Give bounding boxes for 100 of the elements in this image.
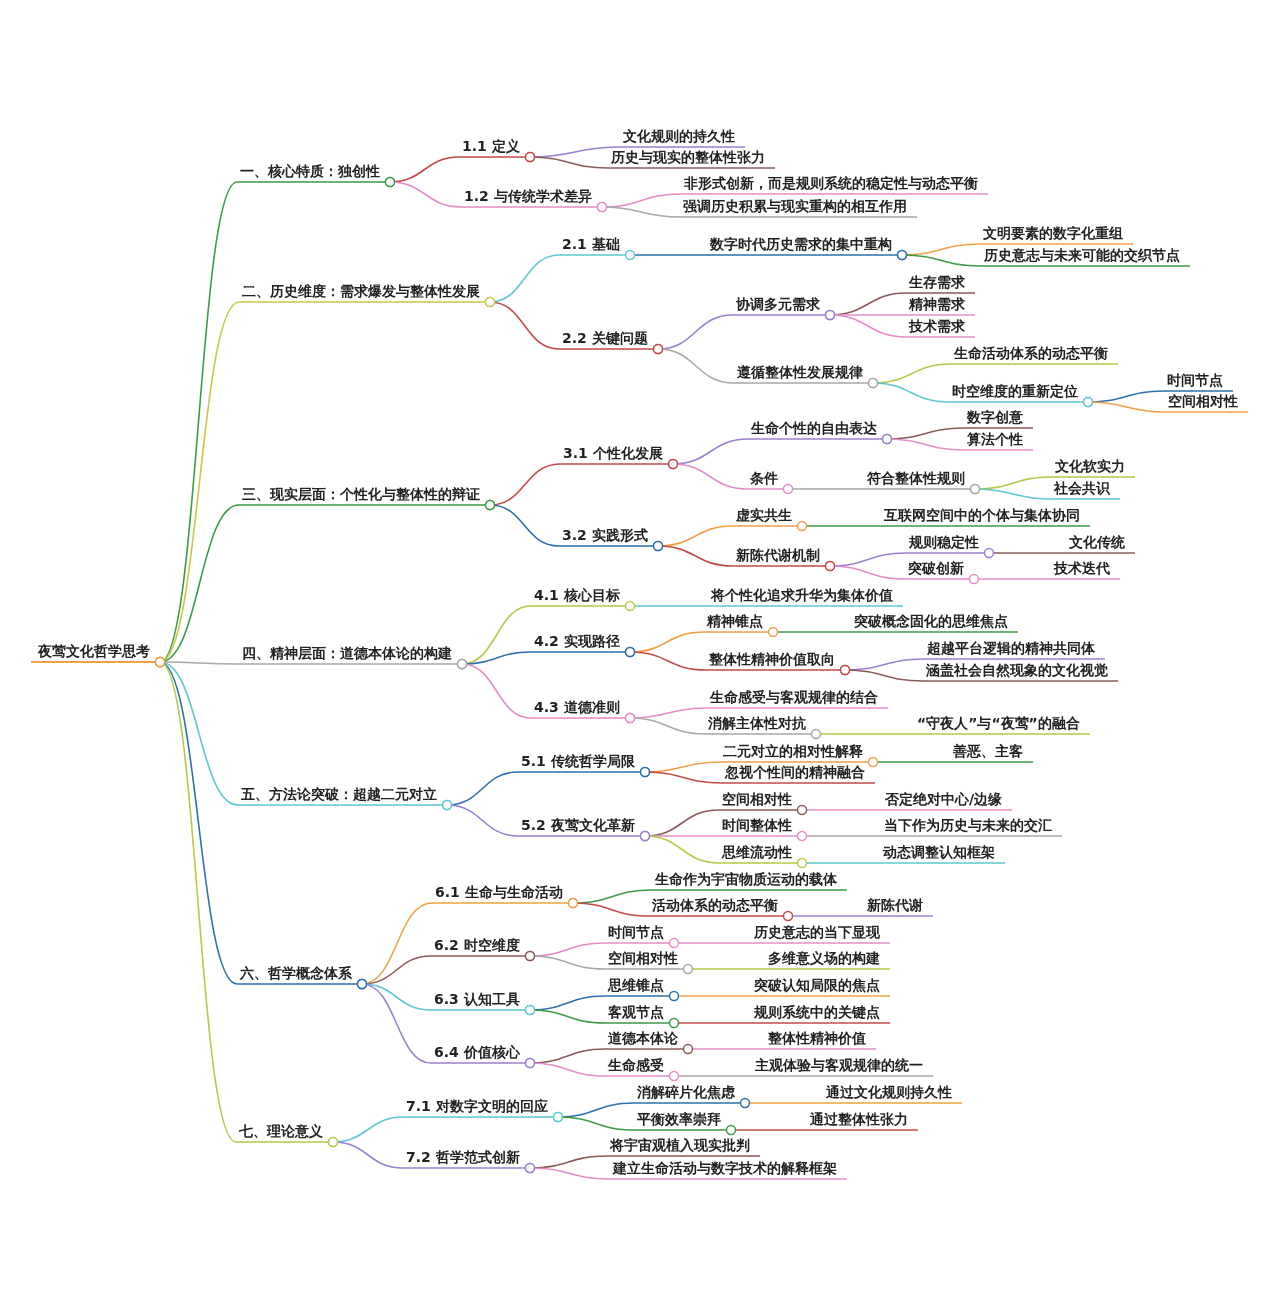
topic-label: 消解碎片化焦虑	[634, 1082, 740, 1102]
topic-label: 整体性精神价值取向	[706, 649, 840, 669]
topic-label: 六、哲学概念体系	[237, 963, 357, 983]
branch-line	[969, 483, 1121, 500]
topic-label: 涵盖社会自然现象的文化视觉	[923, 660, 1118, 680]
topic-label: 6.4 价值核心	[431, 1042, 525, 1062]
branch-line	[668, 990, 891, 1002]
topic-label: 空间相对性	[605, 948, 683, 968]
branch-line	[824, 309, 976, 338]
branch-line	[567, 897, 784, 917]
topic-label: 4.2 实现路径	[531, 631, 625, 651]
branch-line	[668, 1017, 891, 1029]
branch-line	[639, 766, 876, 784]
topic-label: 2.1 基础	[559, 234, 625, 254]
topic-label: 整体性精神价值	[765, 1028, 876, 1048]
topic-label: 4.1 核心目标	[531, 585, 625, 605]
topic-label: 强调历史积累与现实重构的相互作用	[680, 196, 917, 216]
topic-label: 超越平台逻辑的精神共同体	[924, 638, 1105, 658]
branch-line	[1082, 396, 1249, 413]
branch-line	[782, 910, 934, 922]
topic-label: 虚实共生	[733, 505, 797, 525]
branch-line	[839, 664, 1119, 682]
branch-line	[668, 937, 891, 949]
branch-line	[524, 1162, 848, 1180]
branch-line	[484, 296, 654, 350]
branch-line	[668, 1070, 934, 1082]
topic-label: 技术需求	[906, 316, 975, 336]
root-topic-label: 夜莺文化哲学思考	[31, 641, 155, 663]
branch-line	[767, 626, 1019, 638]
topic-label: 将宇宙观植入现实批判	[607, 1135, 760, 1155]
topic-label: 突破概念固化的思维焦点	[851, 611, 1018, 631]
topic-label: 生命个性的自由表达	[748, 418, 882, 438]
topic-label: 生命感受	[605, 1055, 669, 1075]
topic-label: 历史与现实的整体性张力	[608, 147, 775, 167]
topic-label: 生命作为宇宙物质运动的载体	[652, 869, 847, 889]
topic-label: 思维流动性	[719, 842, 797, 862]
branch-line	[639, 830, 798, 864]
branch-line	[796, 830, 1063, 842]
topic-label: 非形式创新，而是规则系统的稳定性与动态平衡	[681, 173, 988, 193]
topic-label: 6.3 认知工具	[431, 989, 525, 1009]
branch-line	[624, 600, 904, 612]
topic-label: 客观节点	[605, 1002, 669, 1022]
topic-label: 建立生命活动与数字技术的解释框架	[610, 1158, 847, 1178]
branch-line	[624, 249, 898, 261]
topic-label: 7.1 对数字文明的回应	[403, 1096, 553, 1116]
branch-line	[441, 799, 641, 837]
topic-label: 时间节点	[605, 922, 669, 942]
topic-label: 五、方法论突破：超越二元对立	[238, 784, 442, 804]
topic-label: 活动体系的动态平衡	[649, 895, 783, 915]
topic-label: 6.1 生命与生命活动	[432, 882, 568, 902]
topic-label: 1.1 定义	[459, 136, 525, 156]
branch-line	[667, 458, 784, 490]
topic-label: 消解主体性对抗	[705, 713, 811, 733]
topic-label: 四、精神层面：道德本体论的构建	[239, 643, 457, 663]
branch-line	[524, 1004, 670, 1024]
topic-label: 文化规则的持久性	[620, 126, 745, 146]
topic-label: 空间相对性	[1165, 391, 1248, 411]
topic-label: 生存需求	[906, 272, 975, 292]
topic-label: 遵循整体性发展规律	[734, 362, 868, 382]
branch-line	[896, 249, 1191, 267]
topic-label: 规则稳定性	[906, 532, 984, 552]
topic-label: 思维锥点	[605, 975, 669, 995]
topic-label: 三、现实层面：个性化与整体性的辩证	[239, 484, 485, 504]
branch-line	[739, 1097, 963, 1109]
branch-line	[624, 646, 841, 671]
topic-label: 互联网空间中的个体与集体协同	[881, 505, 1090, 525]
topic-label: 多维意义场的构建	[765, 948, 890, 968]
topic-label: 精神需求	[906, 294, 975, 314]
topic-label: “守夜人”与“夜莺”的融合	[914, 713, 1090, 733]
topic-label: 生命活动体系的动态平衡	[951, 343, 1118, 363]
topic-label: 3.1 个性化发展	[560, 443, 668, 463]
branch-line	[624, 712, 812, 735]
topic-label: 文化软实力	[1052, 456, 1135, 476]
topic-label: 算法个性	[964, 429, 1033, 449]
topic-label: 通过文化规则持久性	[823, 1082, 962, 1102]
topic-label: 时间节点	[1164, 370, 1233, 390]
branch-line	[327, 1136, 526, 1169]
topic-label: 二元对立的相对性解释	[720, 741, 868, 761]
topic-label: 文化传统	[1066, 532, 1135, 552]
topic-label: 历史意志的当下显现	[751, 922, 890, 942]
branch-line	[484, 499, 654, 547]
branch-line	[154, 656, 329, 1143]
topic-label: 新陈代谢机制	[733, 545, 825, 565]
topic-label: 数字时代历史需求的集中重构	[707, 234, 897, 254]
branch-line	[725, 1124, 919, 1136]
topic-label: 条件	[747, 468, 783, 488]
topic-label: 符合整体性规则	[864, 468, 970, 488]
topic-label: 主观体验与客观规律的统一	[752, 1055, 933, 1075]
topic-label: 通过整体性张力	[807, 1109, 918, 1129]
topic-label: 3.2 实践形式	[559, 525, 653, 545]
topic-label: 社会共识	[1051, 478, 1120, 498]
branch-line	[796, 804, 1013, 816]
topic-label: 生命感受与客观规律的结合	[707, 687, 888, 707]
branch-line	[968, 573, 1121, 585]
branch-line	[682, 1043, 877, 1055]
topic-label: 突破认知局限的焦点	[751, 975, 890, 995]
topic-label: 动态调整认知框架	[880, 842, 1005, 862]
topic-label: 规则系统中的关键点	[751, 1002, 890, 1022]
branch-line	[384, 176, 598, 208]
topic-label: 忽视个性间的精神融合	[722, 762, 875, 782]
